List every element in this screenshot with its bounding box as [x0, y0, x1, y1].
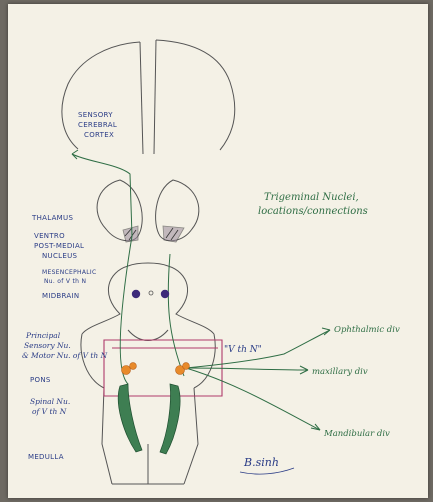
label-mesencephalic-line2: Nu. of V th N: [44, 278, 86, 285]
label-cortex-line3: CORTEX: [84, 131, 114, 139]
label-medulla: MEDULLA: [28, 453, 64, 461]
label-spinal-line1: Spinal Nu.: [30, 397, 70, 406]
label-ophthalmic: Ophthalmic div: [334, 325, 400, 335]
label-maxillary: maxillary div: [312, 367, 368, 377]
label-vpm-line1: VENTRO: [34, 232, 65, 240]
label-midbrain: MIDBRAIN: [42, 292, 79, 300]
principal-sensory-motor-nuclei: [122, 363, 190, 375]
title-line2: locations/connections: [258, 206, 368, 217]
label-spinal-line2: of V th N: [32, 407, 67, 416]
signature: B.sinh: [240, 456, 294, 474]
diagram-title: Trigeminal Nuclei, locations/connections: [258, 192, 368, 217]
trigeminal-diagram: SENSORY CEREBRAL CORTEX THALAMUS VENTRO …: [8, 4, 428, 498]
signature-text: B.sinh: [243, 456, 279, 469]
label-principal: Principal Sensory Nu. & Motor Nu. of V t…: [22, 331, 108, 360]
mesencephalic-nucleus: [132, 290, 169, 298]
label-vpm-line2: POST-MEDIAL: [34, 242, 84, 250]
label-mesencephalic: MESENCEPHALIC Nu. of V th N: [42, 269, 96, 285]
label-cortex-line1: SENSORY: [78, 111, 113, 119]
spinal-nucleus: [118, 384, 180, 454]
label-cortex: SENSORY CEREBRAL CORTEX: [78, 111, 117, 139]
diagram-sheet: SENSORY CEREBRAL CORTEX THALAMUS VENTRO …: [8, 4, 428, 498]
label-pons: PONS: [30, 376, 51, 384]
label-thalamus: THALAMUS: [31, 214, 73, 222]
label-principal-line3: & Motor Nu. of V th N: [22, 351, 108, 360]
title-line1: Trigeminal Nuclei,: [264, 192, 359, 203]
label-vn: "V th N": [224, 345, 262, 355]
label-vpm-line3: NUCLEUS: [42, 252, 77, 260]
label-mandibular: Mandibular div: [323, 429, 390, 439]
label-principal-line1: Principal: [25, 331, 61, 340]
label-spinal: Spinal Nu. of V th N: [30, 397, 70, 416]
thalamus-outline: [97, 180, 199, 241]
label-principal-line2: Sensory Nu.: [24, 341, 71, 350]
label-mesencephalic-line1: MESENCEPHALIC: [42, 269, 96, 276]
label-vpm: VENTRO POST-MEDIAL NUCLEUS: [34, 232, 84, 260]
label-cortex-line2: CEREBRAL: [78, 121, 117, 129]
brainstem-outline: [81, 263, 215, 484]
